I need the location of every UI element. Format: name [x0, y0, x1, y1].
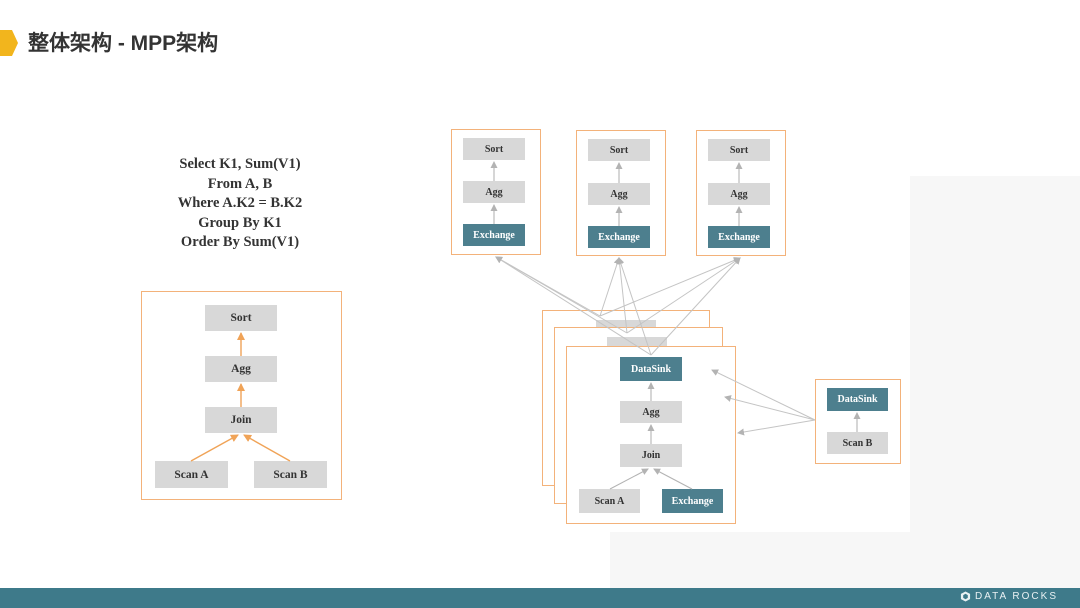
sql-line: Where A.K2 = B.K2: [177, 195, 303, 212]
right-datasink-node: DataSink: [827, 388, 888, 411]
top-fragment-sort-node: Sort: [588, 139, 650, 161]
middle-datasink-node: DataSink: [620, 357, 682, 381]
broadcast-line: [724, 395, 816, 421]
middle-exchange-node: Exchange: [662, 489, 723, 513]
shuffle-line: [650, 257, 741, 356]
sql-line: From A, B: [207, 175, 273, 192]
right-scan-b-node: Scan B: [827, 432, 888, 454]
edge-scan-b-join: [243, 434, 291, 462]
broadcast-line: [737, 419, 816, 436]
middle-scan-a-node: Scan A: [579, 489, 640, 513]
top-fragment-exchange-node: Exchange: [588, 226, 650, 248]
shuffle-line: [626, 257, 741, 334]
shuffle-line: [495, 256, 628, 334]
shuffle-line: [599, 257, 621, 317]
top-fragment-sort-node: Sort: [708, 139, 770, 161]
broadcast-line: [711, 369, 816, 421]
sql-query: Select K1, Sum(V1) From A, B Where A.K2 …: [110, 155, 370, 253]
title-marker-icon: [0, 30, 18, 56]
brand-logo: DATA ROCKS: [960, 591, 1058, 602]
hidden-node-edge: [607, 337, 667, 346]
top-fragment-sort-node: Sort: [463, 138, 525, 160]
edge-exchange-join: [653, 468, 693, 490]
logical-scan-b-node: Scan B: [254, 461, 327, 488]
middle-join-node: Join: [620, 444, 682, 467]
sql-line: Select K1, Sum(V1): [179, 156, 301, 172]
top-fragment-exchange-node: Exchange: [708, 226, 770, 248]
shuffle-line: [617, 257, 652, 356]
page-title: 整体架构 - MPP架构: [28, 32, 219, 55]
top-fragment-agg-node: Agg: [708, 183, 770, 205]
shuffle-line: [495, 256, 652, 356]
edge-scan-a-join: [609, 468, 649, 490]
shuffle-line: [616, 257, 628, 334]
brand-name: DATA ROCKS: [975, 591, 1058, 602]
sql-line: Order By Sum(V1): [180, 234, 300, 251]
middle-agg-node: Agg: [620, 401, 682, 423]
edge-scan-a-join: [190, 434, 239, 462]
logical-scan-a-node: Scan A: [155, 461, 228, 488]
top-fragment-exchange-node: Exchange: [463, 224, 525, 246]
footer-bar: DATA ROCKS: [0, 588, 1080, 608]
top-fragment-agg-node: Agg: [463, 181, 525, 203]
sql-line: Group By K1: [198, 214, 282, 231]
hexagon-logo-icon: [960, 591, 971, 602]
logical-agg-node: Agg: [205, 356, 277, 382]
logical-sort-node: Sort: [205, 305, 277, 331]
top-fragment-agg-node: Agg: [588, 183, 650, 205]
logical-join-node: Join: [205, 407, 277, 433]
shuffle-line: [599, 257, 741, 317]
